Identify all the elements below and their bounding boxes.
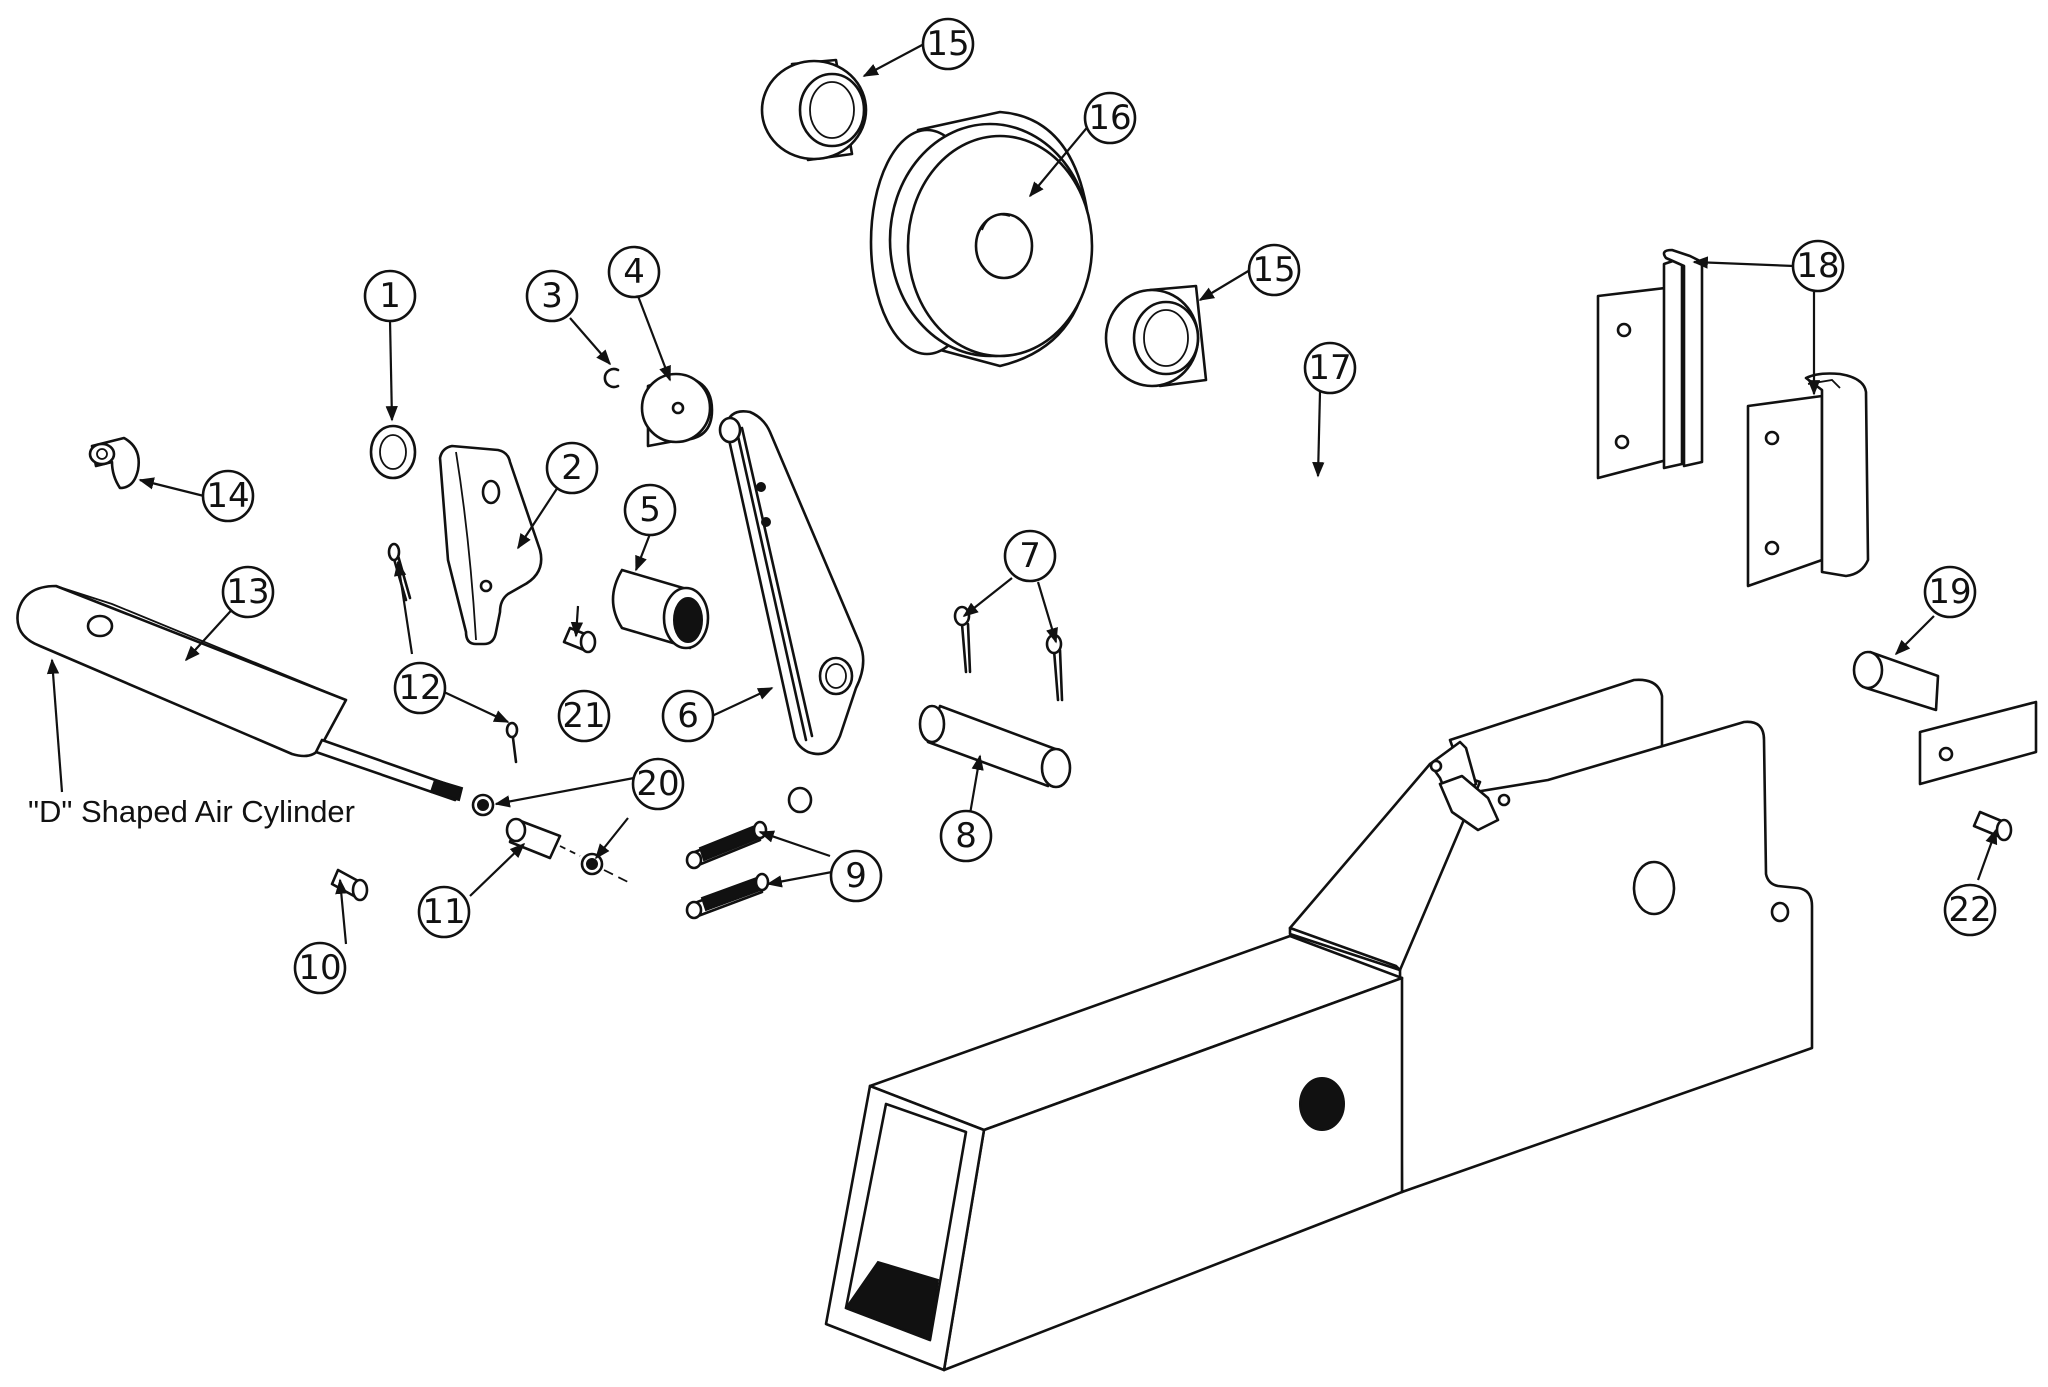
callout-15-top-number: 15	[926, 24, 969, 64]
part-4-roller-bushing	[640, 372, 714, 448]
callout-5-number: 5	[639, 490, 661, 530]
callout-11: 11	[417, 885, 471, 939]
callout-19-number: 19	[1928, 572, 1971, 612]
callout-10-number: 10	[298, 948, 341, 988]
part-5-cylinder-bushing	[611, 568, 710, 650]
part-16-pulley-wheel	[869, 110, 1094, 368]
part-1-washer	[369, 424, 417, 480]
callout-19: 19	[1923, 565, 1977, 619]
callout-6: 6	[661, 689, 715, 743]
callout-22-number: 22	[1948, 890, 1991, 930]
callout-18-number: 18	[1796, 246, 1839, 286]
callout-1-number: 1	[379, 276, 401, 316]
part-7-cotter-pins	[953, 605, 1064, 702]
callout-17: 17	[1303, 341, 1357, 395]
callout-14-number: 14	[206, 476, 249, 516]
callout-18: 18	[1791, 239, 1845, 293]
callout-4: 4	[607, 245, 661, 299]
callout-13: 13	[221, 565, 275, 619]
part-13-d-shaped-air-cylinder	[16, 584, 464, 802]
callout-4-number: 4	[623, 252, 645, 292]
callout-9-number: 9	[845, 856, 867, 896]
callout-8-number: 8	[955, 816, 977, 856]
part-17-main-frame	[824, 678, 1814, 1372]
callout-17-number: 17	[1308, 348, 1351, 388]
callout-13-number: 13	[226, 572, 269, 612]
callout-20: 20	[631, 757, 685, 811]
callout-11-number: 11	[422, 892, 465, 932]
callout-6-number: 6	[677, 696, 699, 736]
annotation-air-cylinder: "D" Shaped Air Cylinder	[28, 794, 355, 829]
callout-3: 3	[525, 269, 579, 323]
callout-12: 12	[393, 661, 447, 715]
part-9-spring-pins	[685, 820, 770, 920]
callout-15-right-number: 15	[1252, 250, 1295, 290]
callout-21-number: 21	[562, 696, 605, 736]
callout-15-right: 15	[1247, 243, 1301, 297]
callout-2-number: 2	[561, 448, 583, 488]
callout-21: 21	[557, 689, 611, 743]
callout-2: 2	[545, 441, 599, 495]
callout-16-number: 16	[1088, 98, 1131, 138]
callout-16: 16	[1083, 91, 1137, 145]
part-10-rivet	[330, 868, 369, 902]
part-15-bushing-right	[1104, 284, 1208, 388]
callout-14: 14	[201, 469, 255, 523]
callout-15-top: 15	[921, 17, 975, 71]
part-19-pin-with-plate	[1852, 650, 2038, 786]
callout-7: 7	[1003, 529, 1057, 583]
part-11-clevis-pin	[505, 817, 629, 883]
part-6-swing-arm	[718, 410, 865, 814]
part-18-hinge-brackets	[1596, 248, 1870, 588]
callout-12-number: 12	[398, 668, 441, 708]
part-21-rivet	[562, 626, 597, 654]
part-2-bracket-plate	[438, 444, 543, 646]
part-15-bushing-top	[760, 58, 868, 162]
callout-20-number: 20	[636, 764, 679, 804]
callout-9: 9	[829, 849, 883, 903]
callout-1: 1	[363, 269, 417, 323]
callout-22: 22	[1943, 883, 1997, 937]
part-14-elbow-fitting	[88, 436, 140, 490]
callout-8: 8	[939, 809, 993, 863]
part-8-shaft	[918, 704, 1072, 789]
part-22-rivet	[1972, 810, 2013, 842]
callout-3-number: 3	[541, 276, 563, 316]
callout-10: 10	[293, 941, 347, 995]
callout-5: 5	[623, 483, 677, 537]
callout-7-number: 7	[1019, 536, 1041, 576]
part-3-e-clip	[603, 367, 620, 389]
